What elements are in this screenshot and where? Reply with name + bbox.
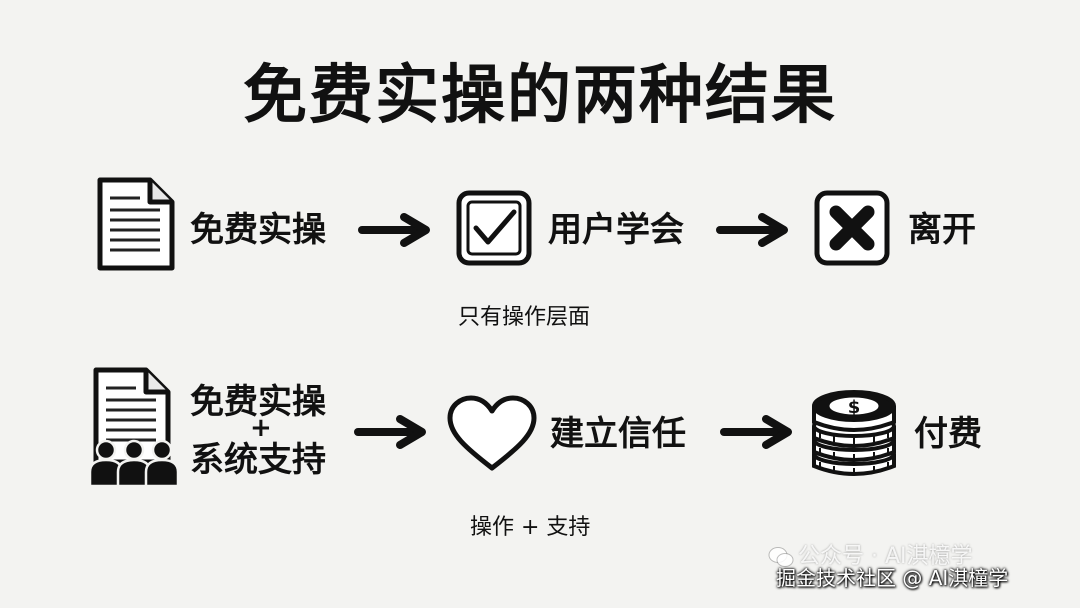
watermark-main: 掘金技术社区 @ AI淇橦学 [776, 566, 1009, 590]
row1-step-free-practice: 免费实操 [190, 210, 326, 250]
heart-icon [447, 395, 537, 471]
watermark-faint: 公众号 · AI淇檍学 [798, 544, 973, 569]
document-icon [97, 177, 175, 271]
diagram-title: 免费实操的两种结果 [243, 59, 837, 133]
arrow-right-icon [720, 415, 792, 449]
arrow-right-icon [716, 213, 788, 247]
coin-dollar-symbol: $ [848, 397, 861, 418]
document-people-icon [88, 367, 180, 488]
row1-caption: 只有操作层面 [458, 305, 591, 330]
row1-step-user-learns: 用户学会 [548, 210, 684, 250]
arrow-right-icon [358, 213, 430, 247]
row2-caption: 操作 + 支持 [470, 515, 591, 540]
checkbox-check-icon [456, 190, 532, 266]
wechat-icon [768, 547, 794, 567]
arrow-right-icon [354, 415, 426, 449]
row1-step-leave: 离开 [908, 210, 976, 250]
coin-stack-icon: $ [812, 390, 896, 476]
row2-step-build-trust: 建立信任 [550, 414, 686, 454]
row2-step-plus: + [250, 413, 272, 443]
row2-step-pay: 付费 [914, 414, 982, 454]
row2-step-system-support: 系统支持 [190, 440, 326, 480]
x-box-icon [814, 190, 890, 266]
row2-step-free-practice: 免费实操 [190, 382, 326, 422]
